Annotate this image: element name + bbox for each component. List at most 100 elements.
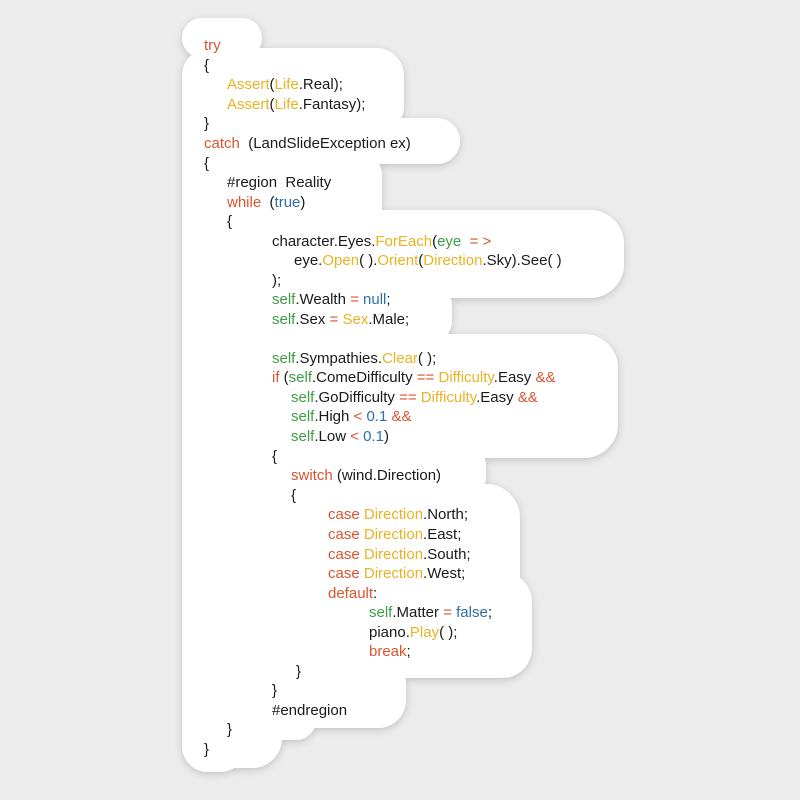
code-line: {	[204, 57, 209, 75]
code-token: #endregion	[272, 702, 348, 719]
code-token: .Wealth	[295, 291, 351, 308]
code-token: try	[204, 37, 221, 54]
code-token: }	[204, 115, 210, 132]
code-token: case	[328, 506, 360, 523]
code-token: = >	[469, 233, 492, 250]
code-token: .South;	[423, 546, 471, 563]
code-line: );	[272, 272, 281, 290]
code-token: if	[272, 369, 280, 386]
code-line: case Direction.South;	[328, 546, 471, 564]
code-token: )	[384, 428, 389, 445]
code-token: self	[288, 369, 313, 386]
code-token: self	[272, 291, 296, 308]
code-token: null	[363, 291, 387, 308]
code-token: Direction	[363, 565, 424, 582]
code-token: .High	[314, 408, 354, 425]
code-token: Assert	[227, 76, 270, 93]
code-token: .Real);	[298, 76, 343, 93]
code-line: try	[204, 37, 221, 55]
code-line: break;	[369, 643, 411, 661]
code-token: Orient	[377, 252, 419, 269]
code-token: .Matter	[392, 604, 444, 621]
code-token: &&	[391, 408, 412, 425]
code-line: eye.Open( ).Orient(Direction.Sky).See( )	[294, 252, 562, 270]
code-line: #region Reality	[227, 174, 331, 192]
code-line: self.Sympathies.Clear( );	[272, 350, 436, 368]
code-token: ( );	[417, 350, 437, 367]
code-token: }	[296, 663, 302, 680]
code-token: .East;	[423, 526, 462, 543]
code-token: Assert	[227, 96, 270, 113]
code-token: case	[328, 526, 360, 543]
code-token: {	[204, 155, 210, 172]
code-line: default:	[328, 585, 377, 603]
code-token: .Low	[314, 428, 351, 445]
code-token: }	[227, 721, 233, 738]
code-token: .Sky).See( )	[482, 252, 562, 269]
code-token: ==	[416, 369, 435, 386]
code-token: eye.	[294, 252, 323, 269]
code-token: self	[369, 604, 393, 621]
code-token: {	[227, 213, 233, 230]
code-token: ;	[386, 291, 391, 308]
code-token: Direction	[363, 526, 424, 543]
code-token: <	[353, 408, 363, 425]
code-line: self.Wealth = null;	[272, 291, 391, 309]
code-token: while	[227, 194, 262, 211]
code-token: .North;	[423, 506, 469, 523]
code-line: case Direction.North;	[328, 506, 468, 524]
code-token: piano.	[369, 624, 410, 641]
code-token: {	[272, 448, 278, 465]
code-token: .Male;	[368, 311, 410, 328]
code-token: (	[279, 369, 289, 386]
code-line: self.High < 0.1 &&	[291, 408, 412, 426]
code-token: Life	[274, 96, 299, 113]
code-token: Play	[409, 624, 440, 641]
code-token: true	[274, 194, 301, 211]
code-line: }	[204, 741, 209, 759]
code-token: ForEach	[375, 233, 433, 250]
code-line: self.Sex = Sex.Male;	[272, 311, 409, 329]
code-line: {	[227, 213, 232, 231]
code-token: switch	[291, 467, 333, 484]
code-token: self	[291, 389, 315, 406]
code-token: 0.1	[366, 408, 388, 425]
code-token: &&	[517, 389, 538, 406]
code-token: (	[269, 76, 275, 93]
code-line: piano.Play( );	[369, 624, 457, 642]
code-token: eye	[437, 233, 462, 250]
code-token: #region Reality	[227, 174, 332, 191]
code-token: Life	[274, 76, 299, 93]
code-token: (	[418, 252, 424, 269]
code-token: Difficulty	[438, 369, 494, 386]
code-token: {	[204, 57, 210, 74]
code-token: break	[369, 643, 407, 660]
code-token: .Sex	[295, 311, 330, 328]
code-line: #endregion	[272, 702, 347, 720]
code-token: :	[373, 585, 378, 602]
code-token: ;	[406, 643, 411, 660]
code-token: .Fantasy);	[298, 96, 366, 113]
code-token: ( ).	[359, 252, 378, 269]
code-token: .Sympathies.	[295, 350, 383, 367]
code-token: }	[204, 741, 210, 758]
code-line: if (self.ComeDifficulty == Difficulty.Ea…	[272, 369, 555, 387]
code-line: Assert(Life.Real);	[227, 76, 343, 94]
code-token: =	[350, 291, 359, 308]
code-line: self.Low < 0.1)	[291, 428, 389, 446]
code-token: .West;	[423, 565, 466, 582]
code-token: }	[272, 682, 278, 699]
code-line: case Direction.West;	[328, 565, 465, 583]
code-line: {	[204, 155, 209, 173]
code-token: .Easy	[493, 369, 536, 386]
code-line: Assert(Life.Fantasy);	[227, 96, 365, 114]
code-token: 0.1	[363, 428, 384, 445]
code-token: case	[328, 565, 360, 582]
code-token: default	[328, 585, 374, 602]
code-token: self	[272, 350, 296, 367]
code-token: self	[272, 311, 296, 328]
code-token	[461, 233, 469, 250]
code-token: Direction	[363, 546, 424, 563]
code-token: (LandSlideException ex)	[239, 135, 411, 152]
